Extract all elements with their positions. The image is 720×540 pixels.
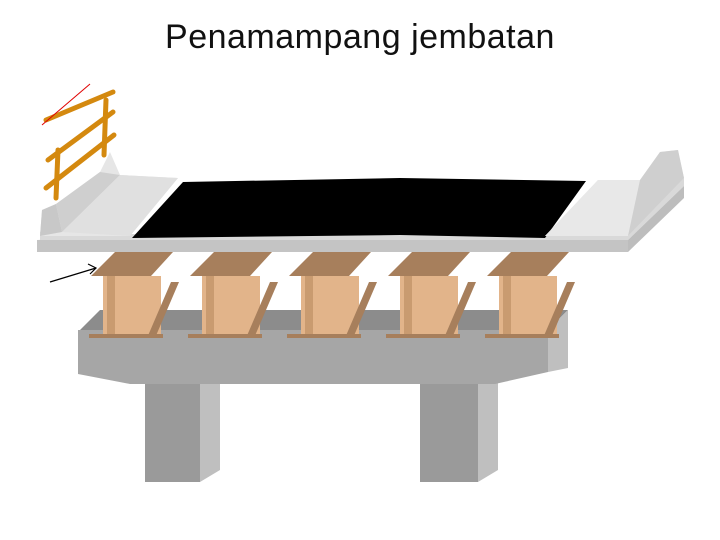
red-guide-line: [41, 83, 91, 126]
pointer-arrow: [49, 263, 98, 283]
handrail-railing: [43, 89, 117, 201]
page-title: Penamampang jembatan: [165, 18, 555, 56]
steel-girder: [485, 252, 575, 338]
steel-girder: [188, 252, 278, 338]
parapet-left: [40, 152, 178, 236]
pier-column-right: [420, 362, 498, 482]
steel-girder: [386, 252, 476, 338]
steel-girder: [287, 252, 377, 338]
asphalt-surface: [132, 178, 586, 238]
steel-girders: [89, 252, 575, 338]
steel-girder: [89, 252, 179, 338]
parapet-right: [545, 150, 684, 236]
pier-column-left: [145, 362, 220, 482]
